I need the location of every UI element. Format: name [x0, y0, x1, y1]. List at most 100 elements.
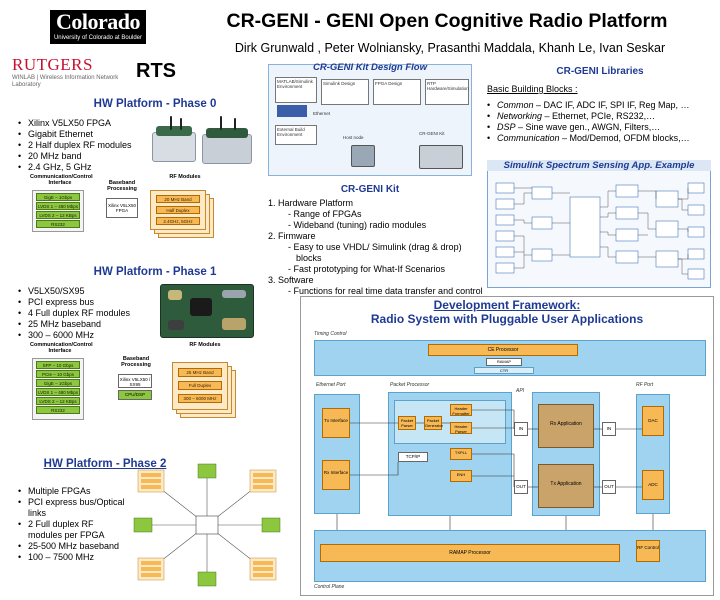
colorado-logo: Colorado University of Colorado at Bould…	[50, 10, 146, 44]
interface-block: LVDS 1 – 480 Mbps	[36, 202, 80, 210]
phase0-bullet: Gigabit Ethernet	[18, 129, 148, 140]
kit-line: - Fast prototyping for What-If Scenarios	[288, 264, 446, 274]
libraries-block: Basic Building Blocks : Common – DAC IF,…	[487, 84, 717, 144]
phase1-title: HW Platform - Phase 1	[93, 266, 217, 278]
interface-block: SFP – 10 Gbps	[36, 361, 80, 369]
interface-caption: Communication/Control Interface	[30, 174, 93, 186]
flow-label: Simulink Design	[323, 81, 356, 86]
interface-block: PCIe – 10 Gbps	[36, 370, 80, 378]
kit-design-flow-title: CR-GENI Kit Design Flow	[313, 62, 427, 73]
phase0-board-photo	[150, 116, 256, 172]
interface-block: LVDS 1 – 480 Mbps	[36, 388, 80, 396]
phase2-bullet: Multiple FPGAs	[18, 486, 130, 497]
framework-connectors	[336, 409, 702, 567]
kit-line: - Functions for real time data transfer …	[288, 286, 483, 296]
phase2-bullet: 25-500 MHz baseband	[18, 541, 130, 552]
kit-title: CR-GENI Kit	[340, 184, 400, 195]
fpga-block: Xilinx V5LX50 / SX95	[118, 374, 152, 388]
ramap-mini: RAMAP	[486, 358, 522, 366]
phase0-bullet: 20 MHz band	[18, 151, 148, 162]
interface-block: GigE – 1Gbps	[36, 379, 80, 387]
rutgers-logo-sub: WINLAB | Wireless Information Network La…	[12, 75, 119, 88]
interface-block: LVDS 2 – 12 KBps	[36, 397, 80, 405]
ramap-processor-block: RAMAP Processor	[320, 544, 620, 562]
phase0-title: HW Platform - Phase 0	[93, 98, 217, 110]
control-plane-label: Control Plane	[314, 584, 345, 590]
library-item: DSP – Sine wave gen., AWGN, Filters,…	[487, 122, 717, 133]
interface-block: GigE – 1Gbps	[36, 193, 80, 201]
phase1-block-diagram: Communication/Control Interface Baseband…	[30, 340, 250, 430]
in-port: IN	[514, 422, 528, 436]
kit-list: 1. Hardware Platform - Range of FPGAs - …	[268, 198, 498, 297]
rutgers-logo: RUTGERS WINLAB | Wireless Information Ne…	[12, 56, 122, 89]
flow-label: Host node	[343, 135, 364, 140]
small-block: Header Parser	[450, 422, 472, 434]
timing-plane-label: Timing Control	[314, 331, 347, 337]
rf-control-block: RF Control	[636, 540, 660, 562]
phase0-bullet: 2 Half duplex RF modules	[18, 140, 148, 151]
rx-interface-block: Rx Interface	[322, 460, 350, 490]
phase1-bullet: 4 Full duplex RF modules	[18, 308, 158, 319]
phase1-bullet: PCI express bus	[18, 297, 158, 308]
kit-line: - Wideband (tuning) radio modules	[288, 220, 427, 230]
library-item: Communication – Mod/Demod, OFDM blocks,…	[487, 133, 717, 144]
devfw-title-line2: Radio System with Pluggable User Applica…	[370, 312, 644, 326]
tx-application-block: Tx Application	[538, 464, 594, 508]
interface-caption: Communication/Control Interface	[30, 342, 93, 354]
tcpip-block: TCP/IP	[398, 452, 428, 462]
development-framework-title: Development Framework: Radio System with…	[300, 298, 714, 326]
kit-line: 2. Firmware	[268, 231, 316, 241]
small-block: ADC	[642, 470, 664, 500]
small-block: Header Formatter	[450, 404, 472, 416]
rts-label: RTS	[136, 60, 176, 82]
libraries-intro: Basic Building Blocks :	[487, 84, 578, 94]
phase1-bullet: V5LX50/SX95	[18, 286, 158, 297]
kit-line: - Easy to use VHDL/ Simulink (drag & dro…	[288, 242, 462, 252]
phase2-bullet: PCI express bus/Optical links	[18, 497, 130, 519]
ctr-bar: CTR	[474, 367, 534, 374]
tx-interface-block: Tx Interface	[322, 408, 350, 438]
phase0-bullet: Xilinx V5LX50 FPGA	[18, 118, 148, 129]
rf-block: 20 MHz Band	[156, 195, 200, 203]
simulink-diagram	[495, 182, 705, 280]
phase1-bullet: 300 – 6000 MHz	[18, 330, 158, 341]
libraries-title: CR-GENI Libraries	[556, 66, 644, 77]
out-port: OUT	[602, 480, 616, 494]
flow-label: CR-GENI Kit	[419, 131, 445, 136]
rf-block: Full Duplex	[178, 381, 222, 390]
colorado-logo-main: Colorado	[56, 9, 141, 34]
phase1-bullet: 25 MHz baseband	[18, 319, 158, 330]
phase1-board-photo	[160, 280, 256, 340]
fpga-block: Xilinx V5LX50 FPGA	[106, 198, 138, 218]
packet-processor-label: Packet Processor	[390, 382, 430, 388]
phase0-bullets: Xilinx V5LX50 FPGA Gigabit Ethernet 2 Ha…	[18, 118, 148, 173]
rf-block: 25 MHz Band	[178, 368, 222, 377]
small-block: ENH	[450, 470, 472, 482]
phase2-network-diagram	[133, 463, 281, 587]
flow-label: MATLAB/Simulink Environment	[277, 79, 313, 89]
kit-line: blocks	[296, 253, 322, 263]
authors-line: Dirk Grunwald , Peter Wolniansky, Prasan…	[234, 41, 666, 55]
rf-caption: RF Modules	[189, 342, 221, 348]
flow-label: FPGA Design	[375, 81, 403, 86]
rf-block: 300 – 6000 MHz	[178, 394, 222, 403]
libraries-list: Common – DAC IF, ADC IF, SPI IF, Reg Map…	[487, 100, 717, 144]
library-item: Common – DAC IF, ADC IF, SPI IF, Reg Map…	[487, 100, 717, 111]
colorado-logo-sub: University of Colorado at Boulder	[53, 35, 143, 41]
small-block: DAC	[642, 406, 664, 436]
library-item: Networking – Ethernet, PCIe, RS232,…	[487, 111, 717, 122]
in-port: IN	[602, 422, 616, 436]
simulink-example-panel	[487, 160, 711, 288]
phase2-bullets: Multiple FPGAs PCI express bus/Optical l…	[18, 486, 130, 563]
simulink-example-title: Simulink Spectrum Sensing App. Example	[487, 160, 711, 171]
rf-block: Half Duplex	[156, 206, 200, 214]
ce-processor-block: CE Processor	[428, 344, 578, 356]
api-label: API	[516, 388, 525, 394]
interface-block: RS232	[36, 220, 80, 228]
rf-port-label: RF Port	[636, 382, 654, 388]
interface-block: RS232	[36, 406, 80, 414]
devfw-title-line1: Development Framework:	[433, 298, 581, 312]
kit-design-flow-panel: MATLAB/Simulink Environment Simulink Des…	[268, 64, 472, 176]
flow-label: Ethernet	[313, 111, 331, 116]
rutgers-logo-name: RUTGERS	[12, 55, 93, 74]
